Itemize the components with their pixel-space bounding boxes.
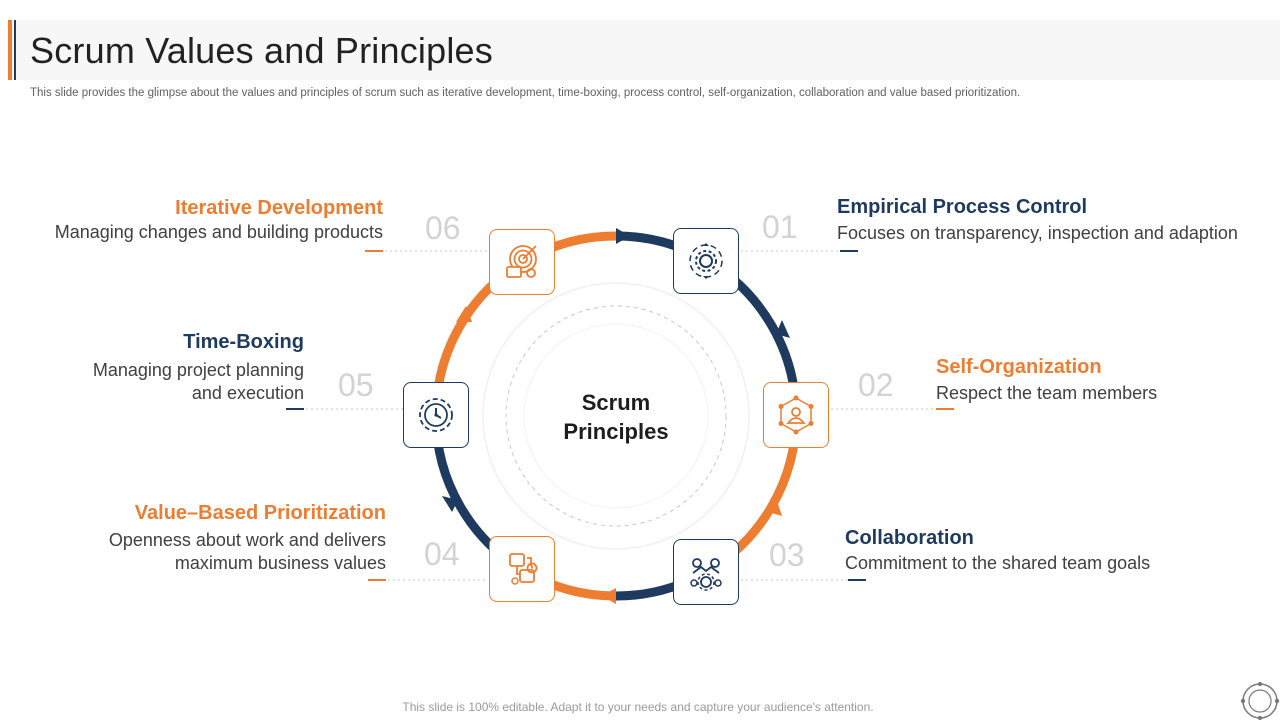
time-gear-icon: [419, 398, 453, 432]
center-disc: [523, 323, 709, 509]
ring-arrowhead: [602, 588, 616, 604]
item-02-icon-box: [763, 382, 829, 448]
item-06-number: 06: [425, 210, 461, 246]
corner-logo: [1241, 682, 1279, 720]
ring-arrowhead: [776, 320, 790, 338]
priority-documents-icon: [509, 553, 538, 585]
inner-dashed-circle: [505, 305, 727, 527]
gear-process-icon: [689, 243, 723, 279]
item-05-description: Managing project planning and execution: [92, 360, 304, 403]
item-01-icon-box: [673, 228, 739, 294]
item-02-description: Respect the team members: [936, 383, 1158, 403]
ring-arrowhead: [442, 496, 458, 512]
title-accent-bar: [8, 20, 12, 80]
item-06-icon-box: [489, 229, 555, 295]
center-label: Scrum Principles: [563, 390, 669, 444]
item-06-description: Managing changes and building products: [54, 222, 383, 242]
item-04-number: 04: [424, 536, 460, 572]
team-network-icon: [778, 395, 814, 435]
item-01-number: 01: [762, 209, 798, 245]
item-05-title: Time-Boxing: [183, 331, 304, 353]
title-band: Scrum Values and Principles: [8, 20, 1280, 80]
item-03-underline: [848, 579, 866, 581]
item-04-icon-box: [489, 536, 555, 602]
footer-note: This slide is 100% editable. Adapt it to…: [402, 700, 874, 714]
item-01-title: Empirical Process Control: [837, 196, 1088, 218]
item-02-number: 02: [858, 367, 894, 403]
item-05-number: 05: [338, 367, 374, 403]
item-04-title: Value–Based Prioritization: [134, 502, 386, 524]
ring-arrowhead: [616, 228, 630, 244]
item-01-description: Focuses on transparency, inspection and …: [837, 223, 1238, 243]
item-03-title: Collaboration: [845, 527, 974, 549]
item-02-title: Self-Organization: [936, 356, 1102, 378]
item-05-icon-box: [403, 382, 469, 448]
item-06-title: Iterative Development: [175, 197, 383, 219]
title-accent-bar-secondary: [14, 20, 16, 80]
slide-title: Scrum Values and Principles: [30, 30, 493, 71]
item-04-underline: [368, 579, 386, 581]
ring-arrowhead: [456, 306, 472, 322]
item-02-underline: [936, 408, 954, 410]
collaboration-gears-icon: [690, 558, 722, 591]
item-03-icon-box: [673, 539, 739, 605]
item-06-underline: [365, 250, 383, 252]
ring-arrowhead: [768, 498, 782, 516]
item-05-underline: [286, 408, 304, 410]
item-03-number: 03: [769, 537, 805, 573]
item-03-description: Commitment to the shared team goals: [845, 553, 1151, 573]
target-development-icon: [506, 245, 537, 278]
slide-subtitle: This slide provides the glimpse about th…: [30, 87, 1021, 99]
inner-halo-circle: [482, 282, 750, 550]
item-04-description: Openness about work and delivers maximum…: [108, 530, 386, 573]
item-01-underline: [840, 250, 858, 252]
